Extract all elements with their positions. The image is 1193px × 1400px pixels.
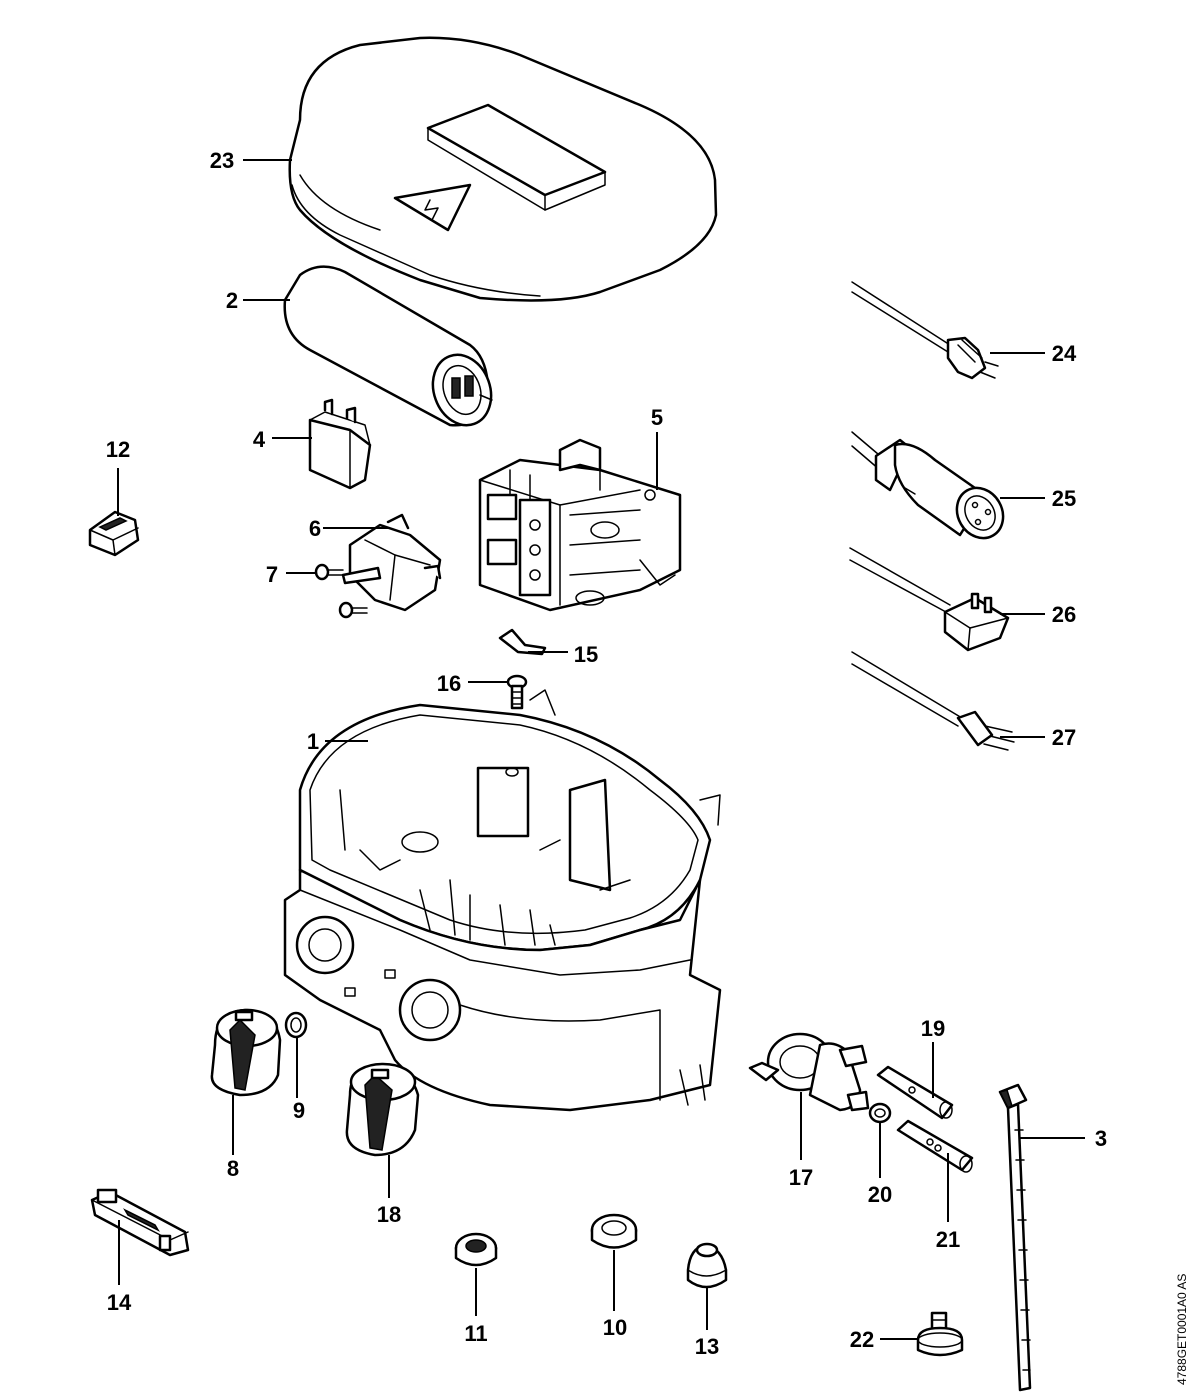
callout-25: 25 — [1052, 486, 1076, 511]
part-1-housing — [283, 689, 722, 1112]
part-6-switch — [341, 513, 442, 612]
part-16-screw — [506, 674, 528, 710]
part-15-clamp — [498, 628, 547, 656]
callout-7: 7 — [266, 562, 278, 587]
part-22-foot — [916, 1311, 964, 1357]
part-26-power-cord — [849, 547, 1010, 652]
part-4-relay — [308, 398, 372, 490]
callout-22: 22 — [850, 1327, 874, 1352]
part-27-power-cord — [851, 651, 1015, 751]
callout-27: 27 — [1052, 725, 1076, 750]
part-2-capacitor — [283, 265, 493, 427]
callout-12: 12 — [106, 437, 130, 462]
callout-26: 26 — [1052, 602, 1076, 627]
part-10-grommet — [590, 1213, 638, 1249]
part-11-grommet — [454, 1232, 498, 1267]
drawing-code: 4788GET0001A0 AS — [1175, 1274, 1189, 1385]
callout-11: 11 — [464, 1321, 487, 1346]
callout-24: 24 — [1052, 341, 1077, 366]
part-13-foot — [686, 1242, 728, 1289]
part-12-clip — [88, 510, 140, 557]
callout-8: 8 — [227, 1156, 239, 1181]
callout-5: 5 — [651, 405, 663, 430]
callout-16: 16 — [437, 671, 461, 696]
callout-23: 23 — [210, 148, 234, 173]
part-20-clip — [868, 1102, 892, 1124]
callout-4: 4 — [253, 427, 266, 452]
callout-19: 19 — [921, 1016, 945, 1041]
part-17-pressure-switch — [748, 1032, 870, 1112]
callout-3: 3 — [1095, 1126, 1107, 1151]
part-21-hose — [896, 1119, 974, 1173]
callout-20: 20 — [868, 1182, 892, 1207]
part-7-screw — [314, 563, 368, 619]
part-5-contactor — [478, 438, 682, 612]
callout-2: 2 — [226, 288, 238, 313]
callout-15: 15 — [574, 642, 598, 667]
callout-1: 1 — [307, 729, 319, 754]
part-14-bracket — [90, 1188, 190, 1257]
part-23-cover — [288, 36, 718, 302]
part-8-knob — [210, 1008, 282, 1097]
callout-18: 18 — [377, 1202, 401, 1227]
part-3-cable-tie — [998, 1083, 1032, 1392]
callout-21: 21 — [936, 1227, 960, 1252]
callout-17: 17 — [789, 1165, 813, 1190]
callout-6: 6 — [309, 516, 321, 541]
part-9-oring — [284, 1011, 308, 1039]
part-24-power-cord — [851, 281, 999, 380]
part-19-hose — [876, 1065, 954, 1120]
part-25-power-cord — [851, 431, 1005, 540]
callout-9: 9 — [293, 1098, 305, 1123]
callout-14: 14 — [107, 1290, 132, 1315]
callout-13: 13 — [695, 1334, 719, 1359]
part-18-knob — [345, 1062, 420, 1157]
callout-10: 10 — [603, 1315, 627, 1340]
